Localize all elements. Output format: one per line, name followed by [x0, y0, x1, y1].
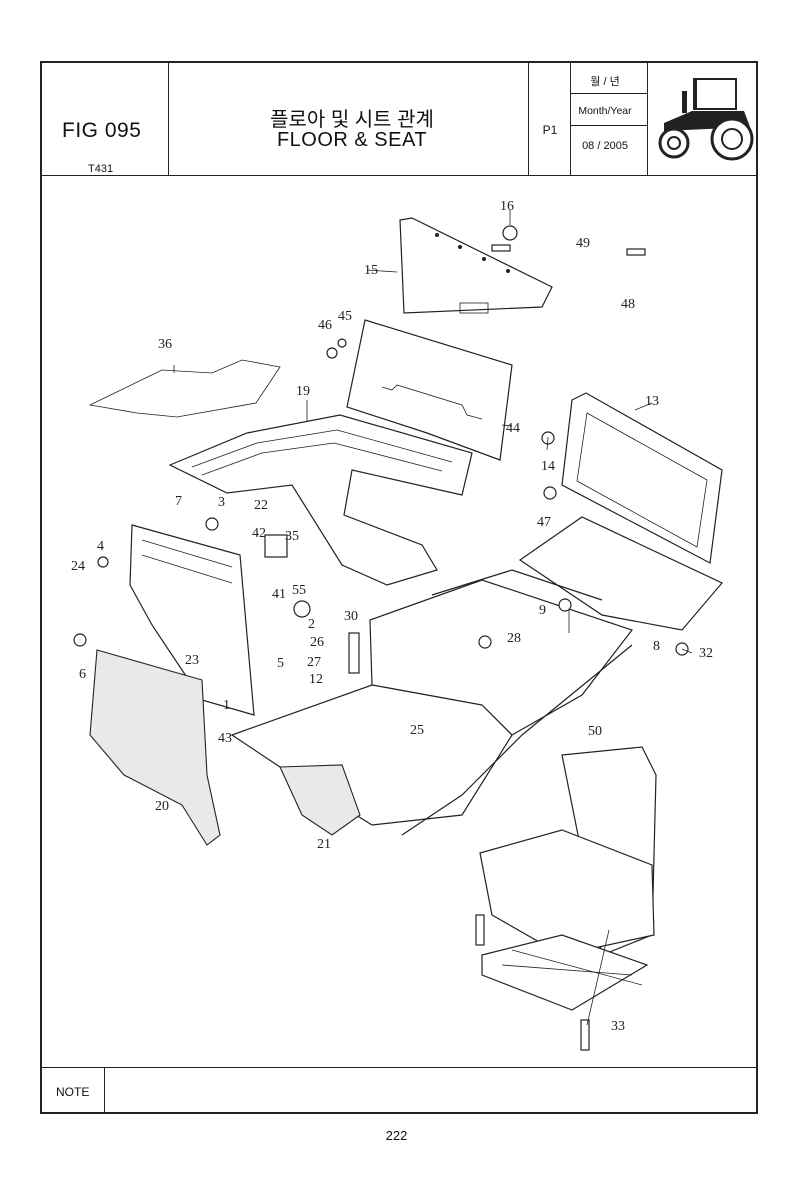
callout-47: 47 [537, 515, 551, 530]
callout-4: 4 [97, 539, 104, 554]
callout-8: 8 [653, 639, 660, 654]
callout-7: 7 [175, 494, 182, 509]
title-korean: 플로아 및 시트 관계 [270, 109, 434, 131]
header-divider [570, 63, 571, 175]
drawing-frame: FIG 095 T431 플로아 및 시트 관계 FLOOR & SEAT P1… [40, 61, 758, 1114]
date-label-korean: 월 / 년 [590, 76, 620, 88]
callout-3: 3 [218, 495, 225, 510]
callout-42: 42 [252, 526, 266, 541]
callout-55: 55 [292, 583, 306, 598]
callout-28: 28 [507, 631, 521, 646]
callout-50: 50 [588, 724, 602, 739]
callout-49: 49 [576, 236, 590, 251]
callout-15: 15 [364, 263, 378, 278]
date-label: Month/Year [578, 105, 632, 117]
callout-16: 16 [500, 199, 514, 214]
header-divider [168, 63, 169, 175]
callout-5: 5 [277, 656, 284, 671]
callout-24: 24 [71, 559, 85, 574]
floor-rear-plate [518, 516, 723, 631]
upper-panel [399, 217, 553, 314]
date-value: 08 / 2005 [582, 140, 628, 152]
header-divider [528, 63, 529, 175]
callout-27: 27 [307, 655, 321, 670]
callout-45: 45 [338, 309, 352, 324]
header-divider [570, 93, 647, 94]
side-cover [89, 649, 221, 846]
note-divider [104, 1067, 105, 1114]
callout-25: 25 [410, 723, 424, 738]
callout-41: 41 [272, 587, 286, 602]
lower-guard [279, 764, 361, 836]
callout-33: 33 [611, 1019, 625, 1034]
floor-plate [168, 414, 473, 586]
callout-26: 26 [310, 635, 324, 650]
callout-9: 9 [539, 603, 546, 618]
callout-48: 48 [621, 297, 635, 312]
callout-21: 21 [317, 837, 331, 852]
page-code: P1 [542, 123, 558, 137]
callout-36: 36 [158, 337, 172, 352]
callout-20: 20 [155, 799, 169, 814]
callout-14: 14 [541, 459, 555, 474]
page-number: 222 [385, 1128, 408, 1143]
front-mat [346, 319, 513, 461]
tractor-logo-icon [658, 78, 754, 161]
figure-number: FIG 095 [62, 119, 142, 142]
callout-44: 44 [506, 421, 520, 436]
seat-cushion [479, 829, 655, 956]
callout-35: 35 [285, 529, 299, 544]
header-divider [647, 63, 648, 175]
callout-12: 12 [309, 672, 323, 687]
callout-43: 43 [218, 731, 232, 746]
callout-30: 30 [344, 609, 358, 624]
rear-panel [561, 392, 723, 564]
header-divider [570, 125, 647, 126]
callout-23: 23 [185, 653, 199, 668]
title-english: FLOOR & SEAT [276, 129, 428, 151]
exploded-parts-diagram [73, 210, 723, 1051]
callout-32: 32 [699, 646, 713, 661]
callout-2: 2 [308, 617, 315, 632]
callout-13: 13 [645, 394, 659, 409]
callout-1: 1 [223, 698, 230, 713]
seat-suspension [481, 934, 649, 1011]
callout-46: 46 [318, 318, 332, 333]
callout-6: 6 [79, 667, 86, 682]
header-divider [42, 175, 758, 176]
callout-19: 19 [296, 384, 310, 399]
note-divider [42, 1067, 758, 1068]
note-label: NOTE [56, 1085, 90, 1099]
model-code: T431 [88, 163, 114, 175]
floor-mat-outline [88, 359, 281, 418]
callout-22: 22 [254, 498, 268, 513]
